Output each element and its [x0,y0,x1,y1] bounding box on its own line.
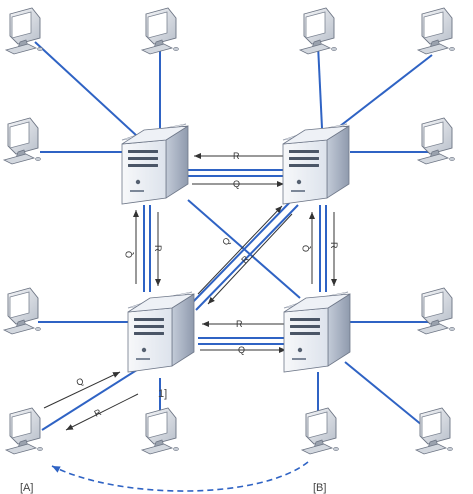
label-reply-tl-bl: R [153,245,163,252]
label-reply-bl-a: R [93,407,104,419]
pc-8-icon [416,287,455,335]
link-pc-4 [317,44,323,129]
dashed-path-b-to-a [51,461,309,492]
label-query-tl-tr: Q [233,179,240,189]
message-arrows: R Q R Q Q R Q R Q R Q R [43,151,339,431]
link-pc-11 [344,361,429,431]
label-reply-br-bl: R [236,319,243,329]
server-bottom-left [127,291,195,373]
server-top-left [121,123,189,205]
client-links [34,41,433,438]
link-pc-5 [334,54,433,131]
server-links [143,169,327,345]
clients [2,7,455,455]
label-query-a-bl: Q [75,376,86,388]
arrow-query-a-to-bl [43,371,121,409]
pc-10-icon [140,407,179,455]
pc-5-icon [2,117,41,165]
pc-3-icon [298,7,337,55]
label-query-bl-tl: Q [124,251,134,258]
server-bottom-right [283,291,351,373]
pc-2-icon [140,7,179,55]
pc-11-icon [300,407,339,455]
label-query-bl-br: Q [238,345,245,355]
server-tag: 1] [158,388,167,400]
label-query-bl-tr: Q [220,235,232,247]
servers [121,123,351,373]
label-reply-tr-bl: R [239,253,251,265]
label-reply-tr-br: R [329,242,339,249]
pc-6-icon [416,117,455,165]
pc-12-icon [414,407,453,455]
link-bl-tr-a [189,199,293,306]
pc-9-icon [4,407,43,455]
arrow-query-bl-to-tr [197,205,283,295]
label-query-br-tr: Q [301,245,311,252]
pc-1-icon [4,7,43,55]
arrow-reply-bl-to-a [65,393,139,431]
pc-4-icon [416,7,455,55]
link-pc-1 [34,41,151,149]
arrow-reply-tr-to-bl [207,213,293,305]
client-a-tag: [A] [20,482,33,494]
link-bl-tr-b [195,204,299,311]
label-reply-tr-tl: R [233,151,240,161]
client-b-tag: [B] [313,482,326,494]
link-pc-8 [41,367,141,431]
server-top-right [282,123,350,205]
pc-7-icon [2,287,41,335]
